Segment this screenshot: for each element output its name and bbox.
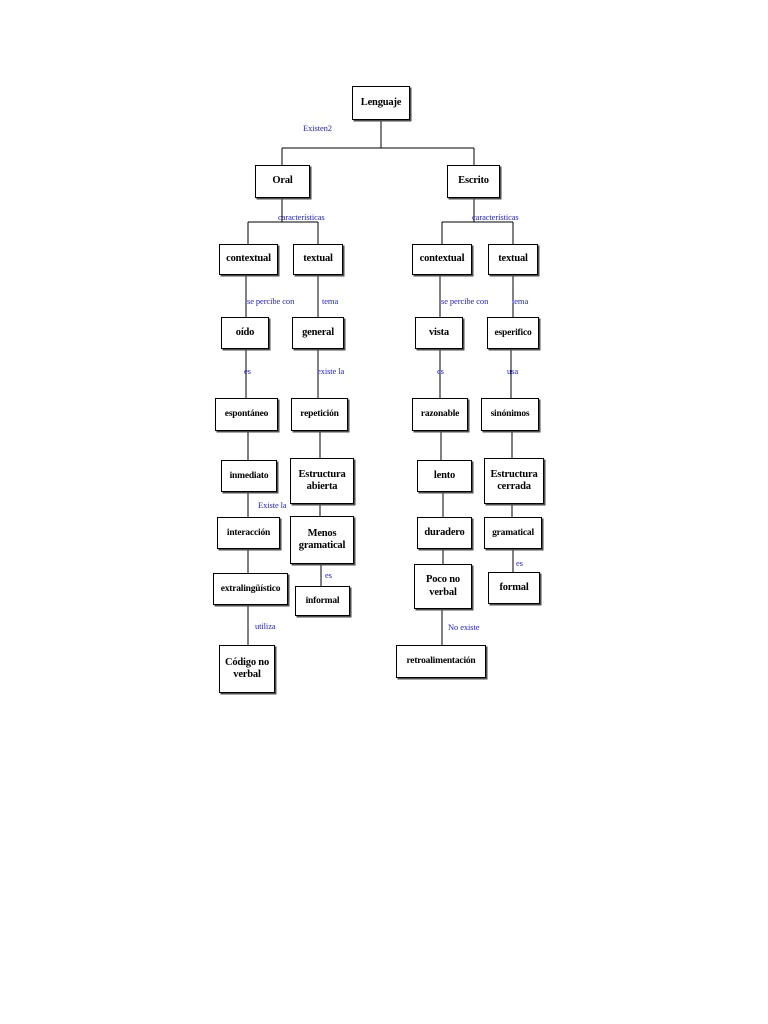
- node-sinonimos[interactable]: sinónimos: [481, 398, 539, 431]
- node-label: general: [302, 326, 334, 338]
- node-escrito-textual[interactable]: textual: [488, 244, 538, 275]
- node-label: textual: [498, 253, 528, 265]
- edge-label-es-vista: es: [437, 366, 444, 376]
- node-label: Escrito: [458, 175, 489, 187]
- node-label: Código no verbal: [224, 656, 269, 680]
- node-interaccion[interactable]: interacción: [217, 517, 280, 549]
- edge-label-caracteristicas-escrito: características: [472, 212, 519, 222]
- node-label: repetición: [300, 409, 339, 420]
- node-label: gramatical: [492, 527, 534, 538]
- node-escrito[interactable]: Escrito: [447, 165, 500, 198]
- node-escrito-contextual[interactable]: contextual: [412, 244, 472, 275]
- node-lento[interactable]: lento: [417, 460, 472, 492]
- node-label: Oral: [272, 175, 293, 187]
- edge-label-existen2: Existen2: [303, 123, 332, 133]
- node-oido[interactable]: oído: [221, 317, 269, 349]
- node-label: razonable: [420, 409, 460, 420]
- node-informal[interactable]: informal: [295, 586, 350, 616]
- edge-label-se-percibe-con-escrito: se percibe con: [441, 296, 489, 306]
- node-label: Lenguaje: [360, 96, 402, 108]
- edge-label-existe-la-interaccion: Existe la: [258, 500, 287, 510]
- node-espontaneo[interactable]: espontáneo: [215, 398, 278, 431]
- node-estructura-cerrada[interactable]: Estructura cerrada: [484, 458, 544, 504]
- node-repeticion[interactable]: repetición: [291, 398, 348, 431]
- node-retroalimentacion[interactable]: retroalimentación: [396, 645, 486, 678]
- node-oral-contextual[interactable]: contextual: [219, 244, 278, 275]
- node-label: lento: [433, 469, 456, 481]
- edge-label-tema-oral: tema: [322, 296, 339, 306]
- edge-label-utiliza: utiliza: [255, 621, 276, 631]
- node-label: sinónimos: [490, 409, 530, 420]
- node-label: contextual: [419, 253, 465, 265]
- node-codigo-no-verbal[interactable]: Código no verbal: [219, 645, 275, 693]
- node-estructura-abierta[interactable]: Estructura abierta: [290, 458, 354, 504]
- node-label: informal: [305, 595, 340, 606]
- node-especifico[interactable]: esperifico: [487, 317, 539, 349]
- edge-label-existe-la-repeticion: existe la: [317, 366, 345, 376]
- node-label: contextual: [226, 253, 271, 265]
- node-general[interactable]: general: [292, 317, 344, 349]
- node-poco-no-verbal[interactable]: Poco no verbal: [414, 564, 472, 609]
- node-formal[interactable]: formal: [488, 572, 540, 604]
- node-label: oído: [235, 326, 255, 338]
- node-oral[interactable]: Oral: [255, 165, 310, 198]
- node-label: interacción: [226, 527, 271, 538]
- node-vista[interactable]: vista: [415, 317, 463, 349]
- node-label: textual: [303, 253, 333, 265]
- node-label: espontáneo: [224, 409, 269, 420]
- edge-label-es-oido: es: [244, 366, 251, 376]
- edge-label-es-formal: es: [516, 558, 523, 568]
- node-label: retroalimentación: [406, 656, 476, 667]
- node-label: inmediato: [229, 470, 269, 481]
- node-menos-gramatical[interactable]: Menos gramatical: [290, 516, 354, 564]
- node-duradero[interactable]: duradero: [417, 517, 472, 549]
- node-inmediato[interactable]: inmediato: [221, 460, 277, 492]
- node-label: vista: [428, 326, 449, 338]
- node-label: esperifico: [494, 327, 532, 338]
- edge-label-no-existe: No existe: [448, 622, 480, 632]
- edge-label-se-percibe-con-oral: se percibe con: [247, 296, 295, 306]
- node-label: extralingüístico: [220, 583, 281, 594]
- node-label: Menos gramatical: [298, 527, 346, 551]
- node-label: duradero: [424, 526, 465, 538]
- node-label: Estructura cerrada: [490, 468, 538, 492]
- node-gramatical[interactable]: gramatical: [484, 517, 542, 549]
- edge-label-es-informal: es: [325, 570, 332, 580]
- node-label: Estructura abierta: [298, 468, 346, 492]
- node-label: Poco no verbal: [426, 574, 460, 598]
- node-razonable[interactable]: razonable: [412, 398, 468, 431]
- edge-label-usa-sinonimos: usa: [507, 366, 519, 376]
- node-extralinguistico[interactable]: extralingüístico: [213, 573, 288, 605]
- edge-label-caracteristicas-oral: características: [278, 212, 325, 222]
- node-oral-textual[interactable]: textual: [293, 244, 343, 275]
- node-lenguaje[interactable]: Lenguaje: [352, 86, 410, 120]
- node-label: formal: [499, 581, 529, 593]
- edge-label-tema-escrito: tema: [512, 296, 529, 306]
